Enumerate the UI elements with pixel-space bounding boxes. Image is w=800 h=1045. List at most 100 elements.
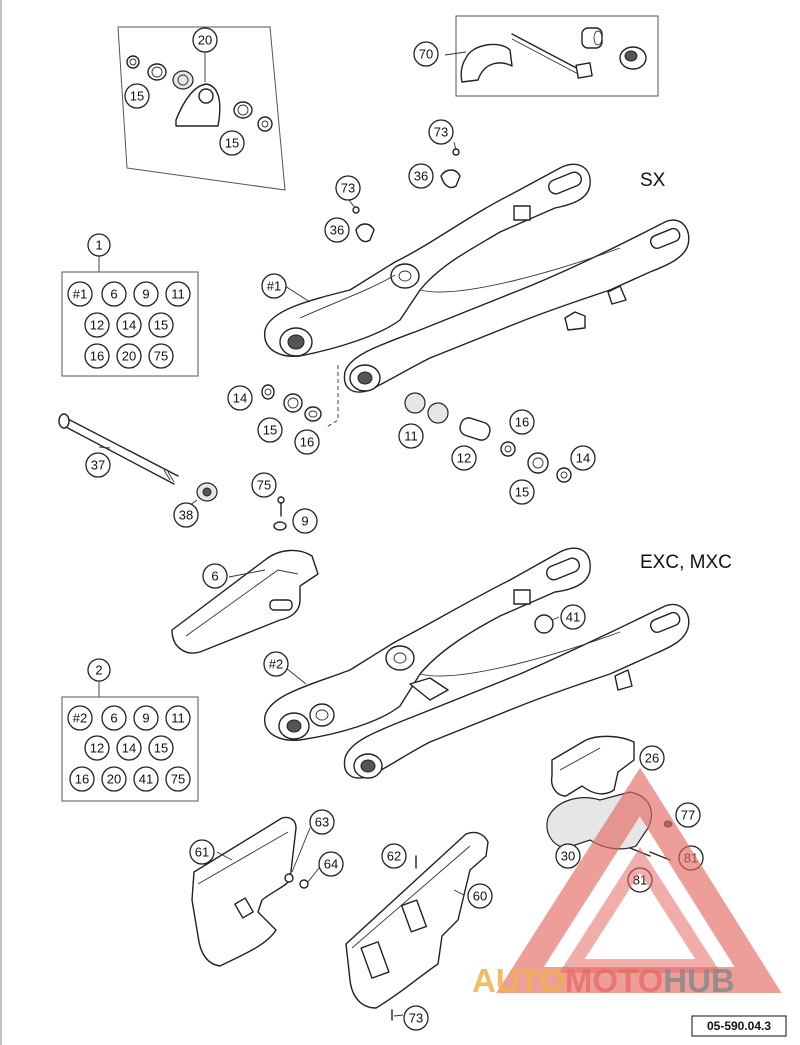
set-content-callout: 75 — [148, 343, 174, 369]
svg-text:14: 14 — [122, 741, 136, 756]
svg-text:12: 12 — [90, 318, 104, 333]
watermark: AUTOMOTOHUB — [472, 767, 782, 999]
svg-text:11: 11 — [404, 429, 418, 444]
part-callout: 9 — [292, 508, 318, 534]
set-content-callout: #2 — [67, 705, 93, 731]
svg-text:16: 16 — [90, 349, 104, 364]
svg-text:15: 15 — [515, 485, 529, 500]
part-callout: #2 — [263, 651, 289, 677]
svg-text:11: 11 — [171, 287, 185, 302]
svg-text:77: 77 — [681, 808, 695, 823]
svg-text:75: 75 — [154, 349, 168, 364]
svg-text:20: 20 — [198, 33, 212, 48]
pivot-parts — [261, 365, 572, 483]
part-callout: 37 — [85, 452, 111, 478]
swingarm-protector — [191, 816, 309, 967]
svg-text:9: 9 — [301, 514, 308, 529]
pivot-shaft — [58, 413, 218, 502]
clip-parts — [352, 148, 461, 243]
part-callout: 63 — [309, 809, 335, 835]
set-content-callout: 12 — [84, 312, 110, 338]
swingarm-exc-mxc — [264, 547, 690, 779]
leader-lines — [98, 51, 560, 1017]
svg-text:#2: #2 — [269, 657, 283, 672]
svg-text:14: 14 — [122, 318, 136, 333]
bearing-kit-panel — [117, 26, 286, 191]
svg-text:AUTOMOTOHUB: AUTOMOTOHUB — [472, 962, 735, 999]
part-callout: 16 — [294, 429, 320, 455]
part-callout: 15 — [124, 83, 150, 109]
svg-text:6: 6 — [110, 287, 117, 302]
part-callout: 36 — [324, 217, 350, 243]
svg-text:11: 11 — [171, 711, 185, 726]
svg-text:20: 20 — [107, 772, 121, 787]
set-content-callout: 14 — [116, 312, 142, 338]
set-content-callout: 6 — [101, 705, 127, 731]
svg-text:75: 75 — [257, 478, 271, 493]
part-callout: #1 — [261, 273, 287, 299]
kit-2-panel — [61, 681, 199, 802]
svg-text:73: 73 — [409, 1011, 423, 1026]
svg-text:16: 16 — [300, 435, 314, 450]
set-number-callout: 2 — [87, 658, 111, 682]
part-callout: 77 — [675, 802, 701, 828]
svg-text:60: 60 — [473, 889, 487, 904]
set-content-callout: #1 — [67, 281, 93, 307]
svg-text:41: 41 — [566, 610, 580, 625]
svg-text:9: 9 — [142, 287, 149, 302]
part-callout: 61 — [189, 839, 215, 865]
svg-text:64: 64 — [324, 857, 338, 872]
set-content-callout: 16 — [69, 766, 95, 792]
part-callout: 70 — [413, 41, 439, 67]
set-content-callout: 15 — [148, 312, 174, 338]
set-content-callout: 15 — [148, 735, 174, 761]
set-content-callout: 11 — [165, 281, 191, 307]
svg-text:38: 38 — [179, 508, 193, 523]
part-callout: 60 — [467, 883, 493, 909]
svg-text:14: 14 — [233, 391, 247, 406]
svg-text:9: 9 — [142, 711, 149, 726]
swingarm-sx — [264, 163, 690, 393]
watermark-word-moto: MOTO — [565, 962, 663, 999]
set-content-callout: 11 — [165, 705, 191, 731]
part-callout: 36 — [408, 163, 434, 189]
part-callout: 38 — [173, 502, 199, 528]
svg-text:12: 12 — [457, 451, 471, 466]
svg-text:16: 16 — [75, 772, 89, 787]
svg-text:61: 61 — [195, 845, 209, 860]
part-callout: 20 — [192, 27, 218, 53]
set-content-callout: 12 — [84, 735, 110, 761]
svg-text:6: 6 — [211, 569, 218, 584]
chain-guard — [345, 831, 489, 1021]
part-callout: 73 — [428, 119, 454, 145]
set-number-callout: 1 — [87, 233, 111, 257]
svg-text:14: 14 — [576, 451, 590, 466]
set-content-callout: 75 — [165, 766, 191, 792]
svg-text:15: 15 — [263, 423, 277, 438]
set-content-callout: 20 — [101, 766, 127, 792]
guide-kit-panel — [455, 15, 659, 97]
svg-text:20: 20 — [122, 349, 136, 364]
watermark-word-hub: HUB — [663, 962, 735, 999]
part-callout: 73 — [335, 175, 361, 201]
part-callout: 62 — [381, 843, 407, 869]
svg-text:12: 12 — [90, 741, 104, 756]
svg-text:1: 1 — [95, 238, 102, 253]
svg-text:16: 16 — [515, 415, 529, 430]
svg-text:#1: #1 — [73, 287, 87, 302]
svg-text:6: 6 — [110, 711, 117, 726]
diagram-code: 05-590.04.3 — [707, 1019, 771, 1033]
diagram-code-box: 05-590.04.3 — [691, 1015, 787, 1037]
svg-text:36: 36 — [414, 169, 428, 184]
svg-text:75: 75 — [171, 772, 185, 787]
svg-text:15: 15 — [154, 318, 168, 333]
variant-label-exc-mxc: EXC, MXC — [640, 552, 732, 573]
svg-text:63: 63 — [315, 815, 329, 830]
svg-text:26: 26 — [645, 751, 659, 766]
part-callout: 15 — [509, 479, 535, 505]
svg-text:#2: #2 — [73, 711, 87, 726]
set-content-callout: 41 — [133, 766, 159, 792]
kit-1-panel — [61, 256, 199, 377]
svg-text:15: 15 — [130, 89, 144, 104]
variant-label-sx: SX — [640, 170, 666, 191]
